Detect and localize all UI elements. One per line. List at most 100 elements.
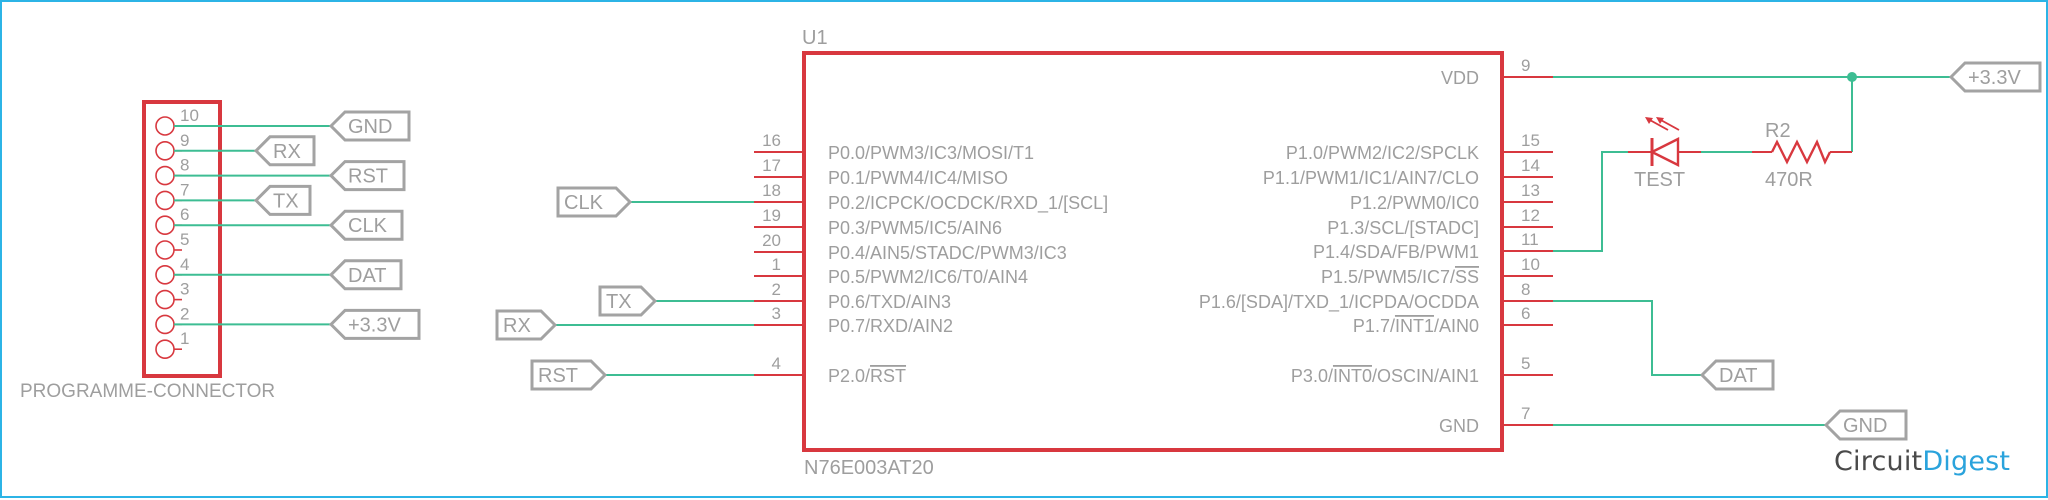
net-label-rx: RX [495, 309, 558, 341]
net-label-text: DAT [348, 265, 387, 287]
chip-pin-number: 5 [1521, 354, 1530, 373]
net-label-tx: TX [598, 285, 658, 317]
connector-pad-icon [155, 141, 175, 161]
net-label-rst: RST [530, 359, 608, 391]
net-label-gnd-right: GND [1823, 409, 1908, 441]
connector-pin-number: 7 [180, 180, 189, 199]
net-label-frame [328, 209, 404, 241]
connector-pad-icon [155, 240, 175, 260]
chip-pin-label: P1.0/PWM2/IC2/SPCLK [1286, 143, 1479, 163]
chip-pin-number: 15 [1521, 131, 1540, 150]
chip-pin-number: 16 [762, 131, 781, 150]
net-label-text: CLK [348, 215, 388, 237]
chip-pin-number: 14 [1521, 156, 1540, 175]
net-label-clk: CLK [328, 209, 404, 241]
connector-pin-10: 10 [155, 106, 331, 136]
chip-pin-number: 4 [772, 354, 781, 373]
net-label-text: GND [348, 116, 392, 138]
net-label-text: RX [503, 315, 531, 337]
logo-circuit-text: Circuit [1834, 446, 1923, 477]
net-label-frame [556, 186, 633, 218]
net-label-33v: +3.3V [328, 308, 421, 340]
chip-part-number: N76E003AT20 [804, 457, 934, 479]
connector-pad-icon [155, 339, 175, 360]
connector-pad-icon [155, 215, 175, 235]
chip-pin-label: P1.4/SDA/FB/PWM1 [1313, 242, 1479, 262]
net-label-frame [328, 259, 403, 291]
chip-pin-1: 1P0.5/PWM2/IC6/T0/AIN4 [754, 255, 1028, 287]
net-label-frame [328, 160, 406, 192]
chip-pin-number: 8 [1521, 280, 1530, 299]
resistor-reference: R2 [1765, 120, 1791, 142]
wire-pin8-dat [1553, 300, 1702, 376]
connector-pad-icon [155, 314, 175, 335]
net-label-frame [253, 184, 312, 216]
chip-pin-label: P0.0/PWM3/IC3/MOSI/T1 [828, 143, 1034, 163]
net-label-text: +3.3V [1968, 67, 2021, 89]
net-label-text: RST [538, 365, 578, 387]
chip-pin-number: 7 [1521, 404, 1530, 423]
chip-pin-number: 1 [772, 255, 781, 274]
chip-pin-number: 18 [762, 181, 781, 200]
connector-pin-number: 1 [180, 329, 189, 348]
chip-pin-number: 19 [762, 206, 781, 225]
led-light-arrow-icon [1647, 118, 1669, 131]
chip-pin-label: P0.5/PWM2/IC6/T0/AIN4 [828, 267, 1028, 287]
connector-pad-icon [155, 190, 175, 211]
led-reference: TEST [1634, 169, 1685, 191]
connector-pin-1: 1 [155, 329, 189, 360]
connector-pin-5: 5 [155, 230, 189, 260]
chip-pin-label: P0.1/PWM4/IC4/MISO [828, 168, 1008, 188]
chip-pin-label: P1.1/PWM1/IC1/AIN7/CLO [1263, 168, 1479, 188]
chip-pin-label: P0.6/TXD/AIN3 [828, 292, 951, 312]
net-label-3v3-right: +3.3V [1948, 61, 2042, 93]
chip-pin-label: P3.0/INT0/OSCIN/AIN1 [1291, 366, 1479, 386]
chip-u1: U1N76E003AT2016P0.0/PWM3/IC3/MOSI/T117P0… [555, 27, 1553, 479]
net-label-text: TX [606, 291, 632, 313]
chip-pin-number: 17 [762, 156, 781, 175]
logo-digest-text: Digest [1922, 446, 2011, 477]
net-label-frame [1823, 409, 1908, 441]
connector-pad-icon [155, 264, 175, 285]
connector-pin-4: 4 [155, 255, 331, 285]
net-label-text: CLK [564, 192, 604, 214]
net-label-frame [598, 285, 658, 317]
chip-pin-label: P2.0/RST [828, 366, 906, 386]
chip-reference: U1 [802, 27, 828, 49]
chip-pin-label: P0.4/AIN5/STADC/PWM3/IC3 [828, 243, 1067, 263]
chip-pin-label: P1.5/PWM5/IC7/SS [1321, 267, 1479, 287]
led-icon [1649, 137, 1680, 167]
net-label-text: DAT [1719, 365, 1758, 387]
chip-pin-number: 13 [1521, 181, 1540, 200]
chip-pin-label: P1.6/[SDA]/TXD_1/ICPDA/OCDDA [1199, 292, 1479, 313]
led-arrowhead-icon [1656, 117, 1664, 124]
net-label-text: TX [273, 190, 299, 212]
net-label-frame [495, 309, 558, 341]
net-label-text: GND [1843, 415, 1887, 437]
connector-pin-8: 8 [155, 156, 331, 186]
chip-pin-number: 6 [1521, 304, 1530, 323]
chip-pin-label: VDD [1441, 68, 1479, 88]
wire-pin11-led [1553, 151, 1628, 252]
connector-pin-3: 3 [155, 280, 189, 310]
chip-pin-6: 6P1.7/INT1/AIN0 [1353, 304, 1553, 336]
net-label-gnd: GND [328, 110, 411, 142]
chip-pin-2: 2P0.6/TXD/AIN3 [655, 280, 951, 312]
chip-pin-label: P1.7/INT1/AIN0 [1353, 316, 1479, 336]
connector-pin-number: 6 [180, 205, 189, 224]
connector-pin-9: 9 [155, 131, 256, 161]
connector-pin-number: 3 [180, 280, 189, 299]
chip-pin-4: 4P2.0/RST [605, 354, 906, 386]
connector-pin-number: 10 [180, 106, 199, 125]
net-label-frame [328, 308, 421, 340]
